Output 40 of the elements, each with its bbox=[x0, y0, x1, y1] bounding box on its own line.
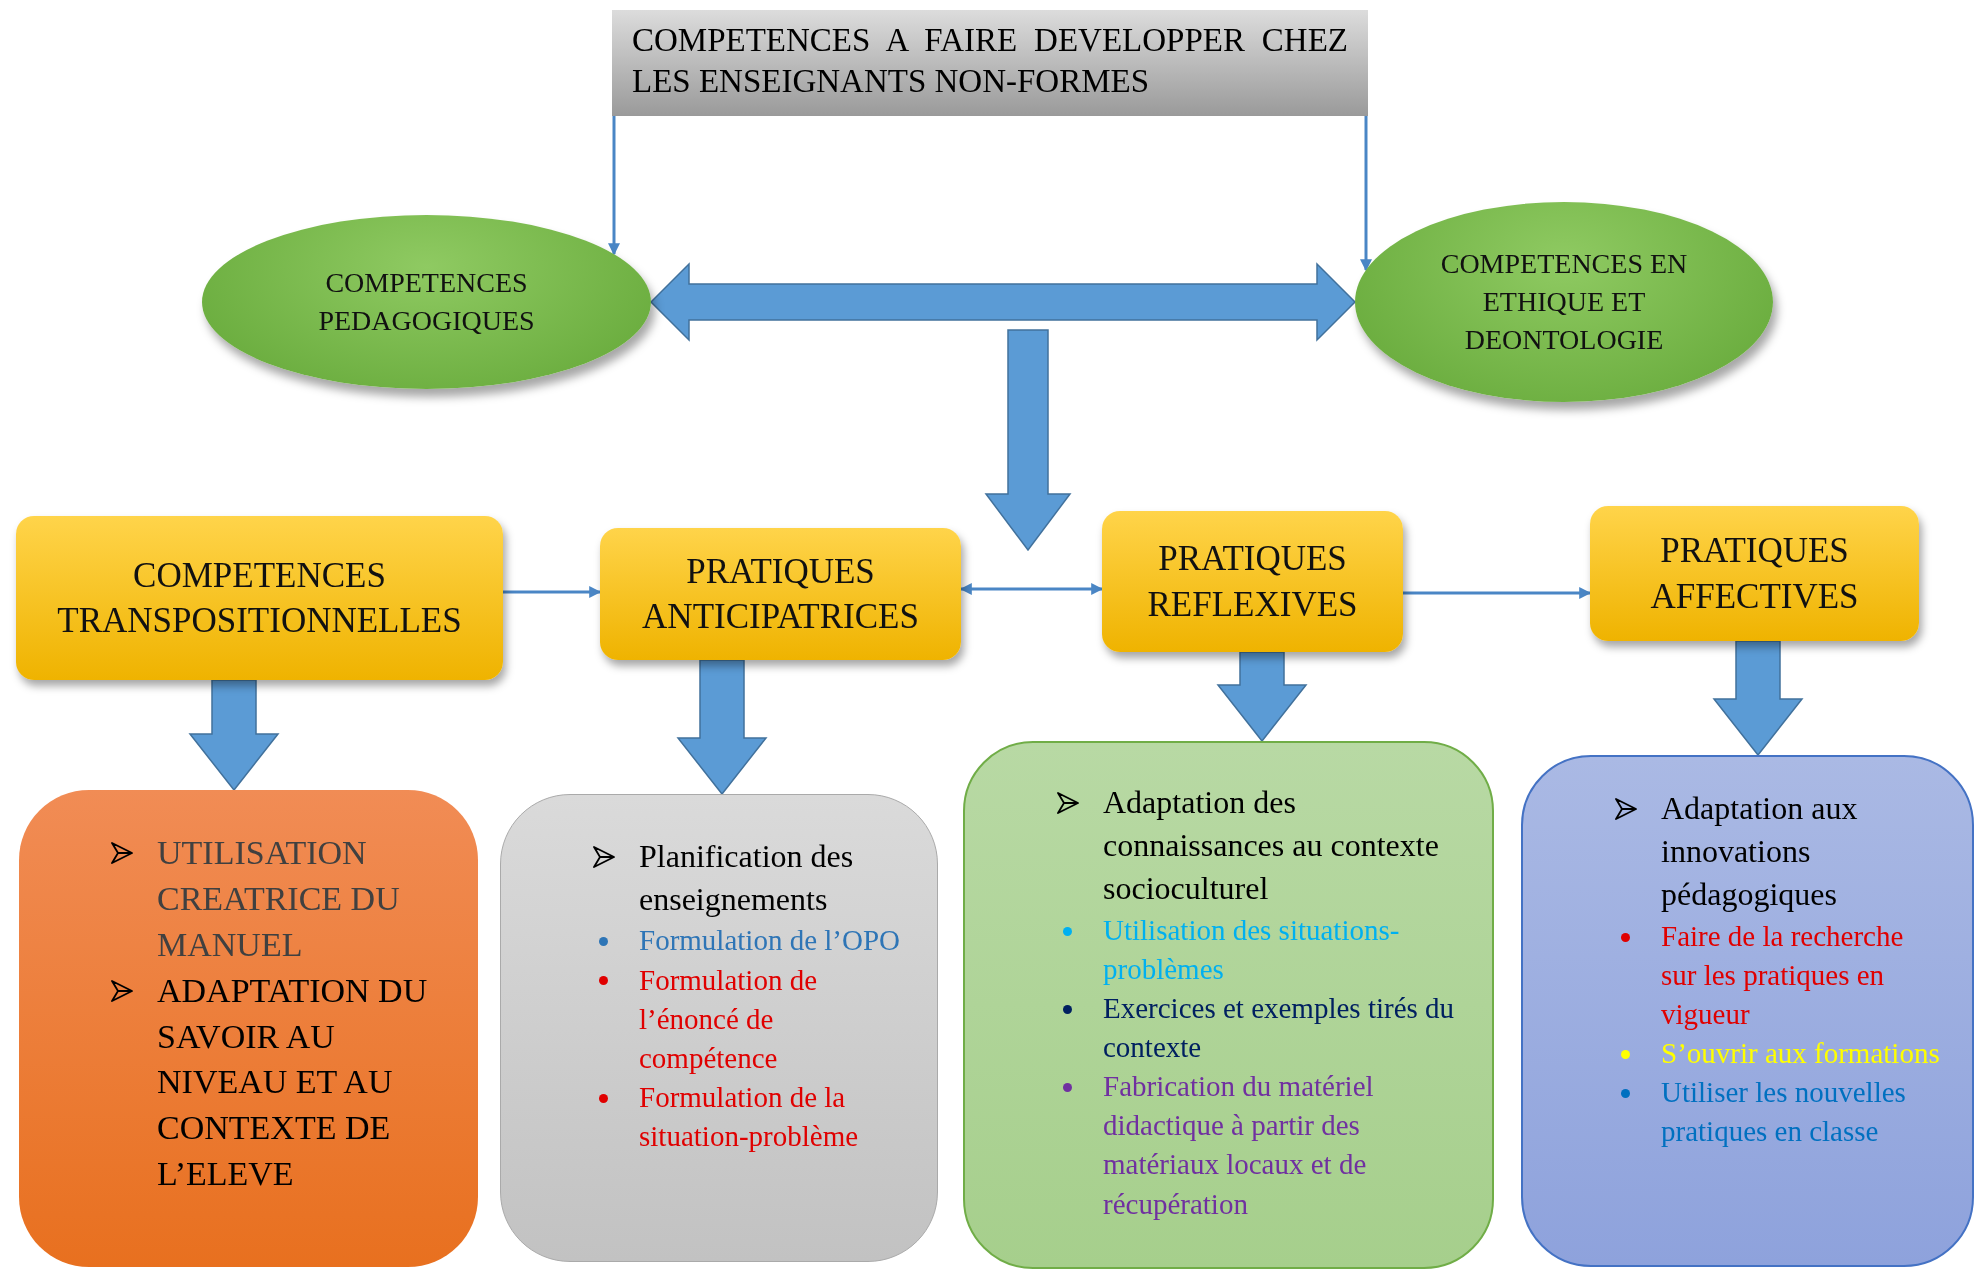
list-item: Planification des enseignements bbox=[639, 837, 855, 920]
arrow bbox=[1360, 116, 1372, 272]
list-item: Formulation de l’énoncé de compétence bbox=[639, 962, 818, 1076]
block-arrow bbox=[649, 262, 1357, 342]
detail-panel bbox=[500, 794, 938, 1262]
list-item: UTILISATION CREATRICE DU MANUEL bbox=[157, 833, 401, 965]
list-item: Utiliser les nouvelles pratiques en classe bbox=[1661, 1075, 1907, 1150]
block-arrow bbox=[1216, 651, 1308, 743]
title-box bbox=[612, 10, 1368, 116]
list-item: Faire de la recherche sur les pratiques en vigueur bbox=[1661, 918, 1905, 1032]
practice-box bbox=[1590, 506, 1919, 641]
node-label: COMPETENCES EN ETHIQUE ET DEONTOLOGIE bbox=[1439, 247, 1689, 357]
list-item: ADAPTATION DU SAVOIR AU NIVEAU ET AU CONTEXTE DE L’ELEVE bbox=[157, 970, 429, 1195]
list-item: Adaptation des connaissances au contexte socioculturel bbox=[1103, 783, 1440, 909]
practice-box bbox=[1102, 511, 1403, 652]
practice-box bbox=[16, 516, 503, 680]
arrow bbox=[503, 586, 602, 598]
detail-panel bbox=[1521, 755, 1974, 1267]
list-item: Exercices et exemples tirés du contexte bbox=[1103, 990, 1456, 1065]
block-arrow bbox=[188, 679, 280, 792]
detail-panel bbox=[19, 790, 478, 1267]
list-item: Formulation de la situation-problème bbox=[639, 1079, 860, 1155]
list-item: Utilisation des situations-problèmes bbox=[1103, 912, 1401, 987]
node-label: PRATIQUES ANTICIPATRICES bbox=[641, 550, 920, 638]
list-item: S’ouvrir aux formations bbox=[1661, 1036, 1941, 1071]
arrow bbox=[1403, 587, 1592, 599]
block-arrow bbox=[676, 659, 768, 796]
practice-box bbox=[600, 528, 961, 660]
node-label: PRATIQUES REFLEXIVES bbox=[1146, 538, 1359, 626]
arrow bbox=[959, 583, 1104, 595]
node-label: COMPETENCES TRANSPOSITIONNELLES bbox=[56, 554, 463, 642]
title-text: COMPETENCES A FAIRE DEVELOPPER CHEZ LES ENSEIGNANTS NON-FORMES bbox=[632, 21, 1348, 102]
detail-panel bbox=[963, 741, 1494, 1269]
arrow bbox=[608, 116, 620, 256]
block-arrow bbox=[1712, 640, 1804, 757]
list-item: Adaptation aux innovations pédagogiques bbox=[1661, 789, 1859, 915]
list-item: Formulation de l’OPO bbox=[639, 923, 901, 959]
node-label: PRATIQUES AFFECTIVES bbox=[1649, 530, 1860, 618]
node-label: COMPETENCES PEDAGOGIQUES bbox=[317, 266, 536, 338]
list-item: Fabrication du matériel didactique à partir des matériaux locaux et de récupération bbox=[1103, 1069, 1375, 1222]
